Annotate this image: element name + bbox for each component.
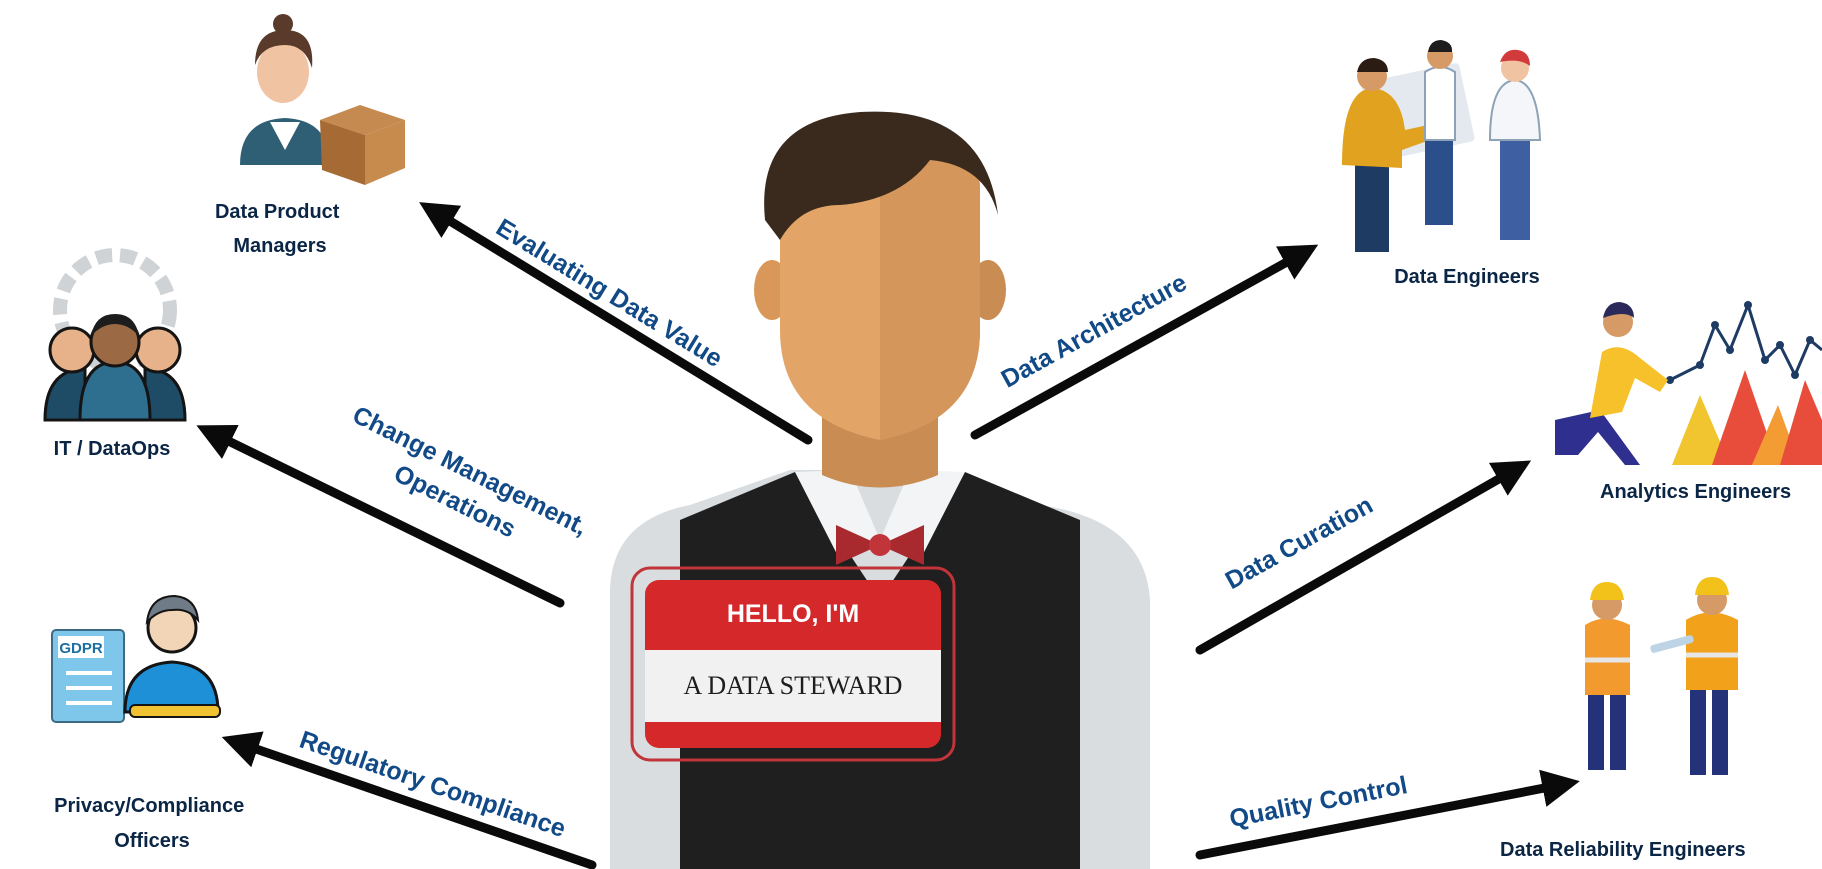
role-label-reliability-engineers: Data Reliability Engineers <box>1500 839 1746 861</box>
edge-label-evaluating-data-value: Evaluating Data Value <box>491 213 727 373</box>
gdpr-officer-icon: GDPR <box>51 594 221 723</box>
role-label-line: Officers <box>114 830 190 852</box>
analyst-chart-icon <box>1555 300 1822 465</box>
role-label-data-product-managers: Data Product Managers <box>215 201 345 257</box>
role-label-line: Data Product <box>215 201 340 223</box>
team-gear-icon <box>43 248 187 422</box>
manager-with-box-icon <box>240 14 405 185</box>
arrow-to-reliability-engineers <box>1195 769 1580 860</box>
arrow-to-privacy-officers <box>221 731 597 869</box>
bow-tie-icon <box>836 525 924 565</box>
arrow-to-it-dataops <box>196 424 565 608</box>
role-label-analytics-engineers: Analytics Engineers <box>1600 481 1791 503</box>
role-label-line: Privacy/Compliance <box>54 795 244 817</box>
badge-name: A DATA STEWARD <box>684 671 903 700</box>
role-label-data-engineers: Data Engineers <box>1394 266 1540 288</box>
edge-label-regulatory-compliance: Regulatory Compliance <box>296 726 569 843</box>
arrow-to-data-engineers <box>970 244 1319 440</box>
arrow-to-analytics-engineers <box>1195 460 1532 655</box>
edge-label-data-curation: Data Curation <box>1221 491 1378 595</box>
arrow-to-product-managers <box>419 202 813 445</box>
edge-label-change-management: Change Management,Operations <box>333 401 592 572</box>
role-label-it-dataops: IT / DataOps <box>54 438 171 460</box>
engineers-blueprint-icon <box>1342 40 1542 252</box>
data-steward-figure <box>610 111 1150 869</box>
role-label-privacy-officers: Privacy/Compliance Officers <box>54 795 250 852</box>
badge-title: HELLO, I'M <box>727 600 859 628</box>
name-badge: HELLO, I'M A DATA STEWARD <box>630 566 956 762</box>
safety-engineers-icon <box>1585 577 1738 775</box>
role-label-line: Managers <box>233 235 326 257</box>
svg-text:GDPR: GDPR <box>59 640 103 657</box>
arrows <box>196 202 1580 869</box>
